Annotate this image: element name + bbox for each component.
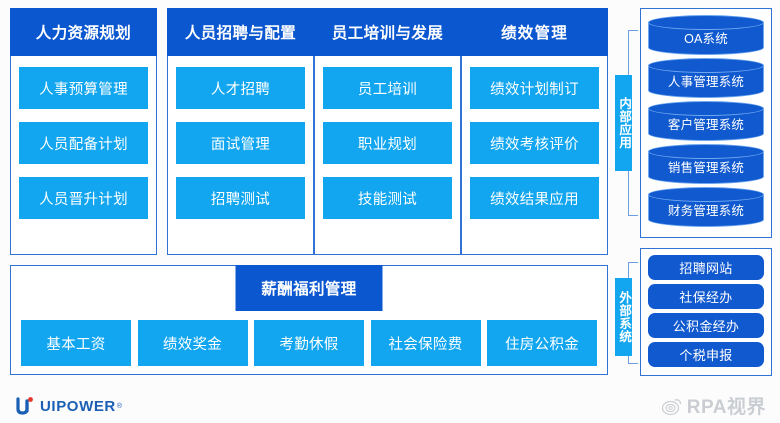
function-column-training[interactable]: 员工培训与发展 员工培训 职业规划 技能测试 xyxy=(314,8,461,255)
external-systems-panel[interactable]: 招聘网站 社保经办 公积金经办 个税申报 xyxy=(640,248,772,376)
logo-trademark: ® xyxy=(116,402,123,410)
cylinder-label: 销售管理系统 xyxy=(667,160,745,175)
list-item[interactable]: 住房公积金 xyxy=(487,320,597,366)
watermark: RPA视界 xyxy=(661,392,766,419)
list-item[interactable]: 考勤休假 xyxy=(254,320,364,366)
list-item[interactable]: 人员配备计划 xyxy=(19,122,148,164)
column-header: 人力资源规划 xyxy=(10,8,157,56)
function-column-performance[interactable]: 绩效管理 绩效计划制订 绩效考核评价 绩效结果应用 xyxy=(461,8,608,255)
column-items: 员工培训 职业规划 技能测试 xyxy=(315,57,460,254)
list-item[interactable]: 招聘测试 xyxy=(176,177,305,219)
database-cylinder[interactable]: 人事管理系统 xyxy=(648,58,764,98)
cylinder-label: 财务管理系统 xyxy=(667,203,745,218)
database-cylinder[interactable]: OA系统 xyxy=(648,15,764,55)
cylinder-label: 客户管理系统 xyxy=(667,117,745,132)
watermark-text: RPA视界 xyxy=(686,397,766,418)
compensation-items: 基本工资 绩效奖金 考勤休假 社会保险费 住房公积金 xyxy=(11,314,607,374)
internal-apps-panel[interactable]: OA系统 人事管理系统 客户管理系统 销售管理系统 xyxy=(640,8,772,238)
list-item[interactable]: 公积金经办 xyxy=(648,313,764,338)
list-item[interactable]: 绩效结果应用 xyxy=(470,177,599,219)
database-cylinder[interactable]: 财务管理系统 xyxy=(648,187,764,227)
list-item[interactable]: 绩效考核评价 xyxy=(470,122,599,164)
cylinder-top xyxy=(648,187,764,202)
vlabel-char: 外部系统 xyxy=(617,291,632,343)
panel-header: 薪酬福利管理 xyxy=(235,265,383,311)
list-item[interactable]: 面试管理 xyxy=(176,122,305,164)
weibo-icon xyxy=(661,395,683,417)
list-item[interactable]: 员工培训 xyxy=(323,67,452,109)
cylinder-top xyxy=(648,15,764,30)
cylinder-top xyxy=(648,101,764,116)
list-item[interactable]: 社会保险费 xyxy=(370,320,481,366)
cylinder-top xyxy=(648,144,764,159)
uipower-logo: UIPOWER ® xyxy=(15,395,122,417)
list-item[interactable]: 职业规划 xyxy=(323,122,452,164)
list-item[interactable]: 绩效计划制订 xyxy=(470,67,599,109)
cylinder-top xyxy=(648,58,764,73)
logo-mark-icon xyxy=(15,396,37,416)
list-item[interactable]: 招聘网站 xyxy=(648,255,764,280)
list-item[interactable]: 人事预算管理 xyxy=(19,67,148,109)
vlabel-char: 内部应用 xyxy=(617,97,632,149)
column-items: 绩效计划制订 绩效考核评价 绩效结果应用 xyxy=(462,57,607,254)
database-cylinder[interactable]: 销售管理系统 xyxy=(648,144,764,184)
column-header: 人员招聘与配置 xyxy=(167,8,314,56)
list-item[interactable]: 社保经办 xyxy=(648,284,764,309)
external-systems-label: 外部系统 xyxy=(615,278,632,356)
list-item[interactable]: 绩效奖金 xyxy=(137,320,248,366)
function-column-hr-planning[interactable]: 人力资源规划 人事预算管理 人员配备计划 人员晋升计划 xyxy=(10,8,157,255)
compensation-panel[interactable]: 薪酬福利管理 基本工资 绩效奖金 考勤休假 社会保险费 住房公积金 xyxy=(10,265,608,375)
external-systems-list: 招聘网站 社保经办 公积金经办 个税申报 xyxy=(648,255,764,369)
column-header: 绩效管理 xyxy=(461,8,608,56)
database-cylinder[interactable]: 客户管理系统 xyxy=(648,101,764,141)
list-item[interactable]: 基本工资 xyxy=(21,320,131,366)
logo-text: UIPOWER xyxy=(40,397,116,415)
internal-apps-label: 内部应用 xyxy=(615,75,632,171)
list-item[interactable]: 人员晋升计划 xyxy=(19,177,148,219)
list-item[interactable]: 个税申报 xyxy=(648,342,764,367)
function-column-recruitment[interactable]: 人员招聘与配置 人才招聘 面试管理 招聘测试 xyxy=(167,8,314,255)
column-items: 人事预算管理 人员配备计划 人员晋升计划 xyxy=(11,57,156,254)
column-header: 员工培训与发展 xyxy=(314,8,461,56)
column-items: 人才招聘 面试管理 招聘测试 xyxy=(168,57,313,254)
cylinder-label: OA系统 xyxy=(684,31,728,46)
list-item[interactable]: 人才招聘 xyxy=(176,67,305,109)
internal-apps-list: OA系统 人事管理系统 客户管理系统 销售管理系统 xyxy=(648,15,764,231)
list-item[interactable]: 技能测试 xyxy=(323,177,452,219)
cylinder-label: 人事管理系统 xyxy=(667,74,745,89)
